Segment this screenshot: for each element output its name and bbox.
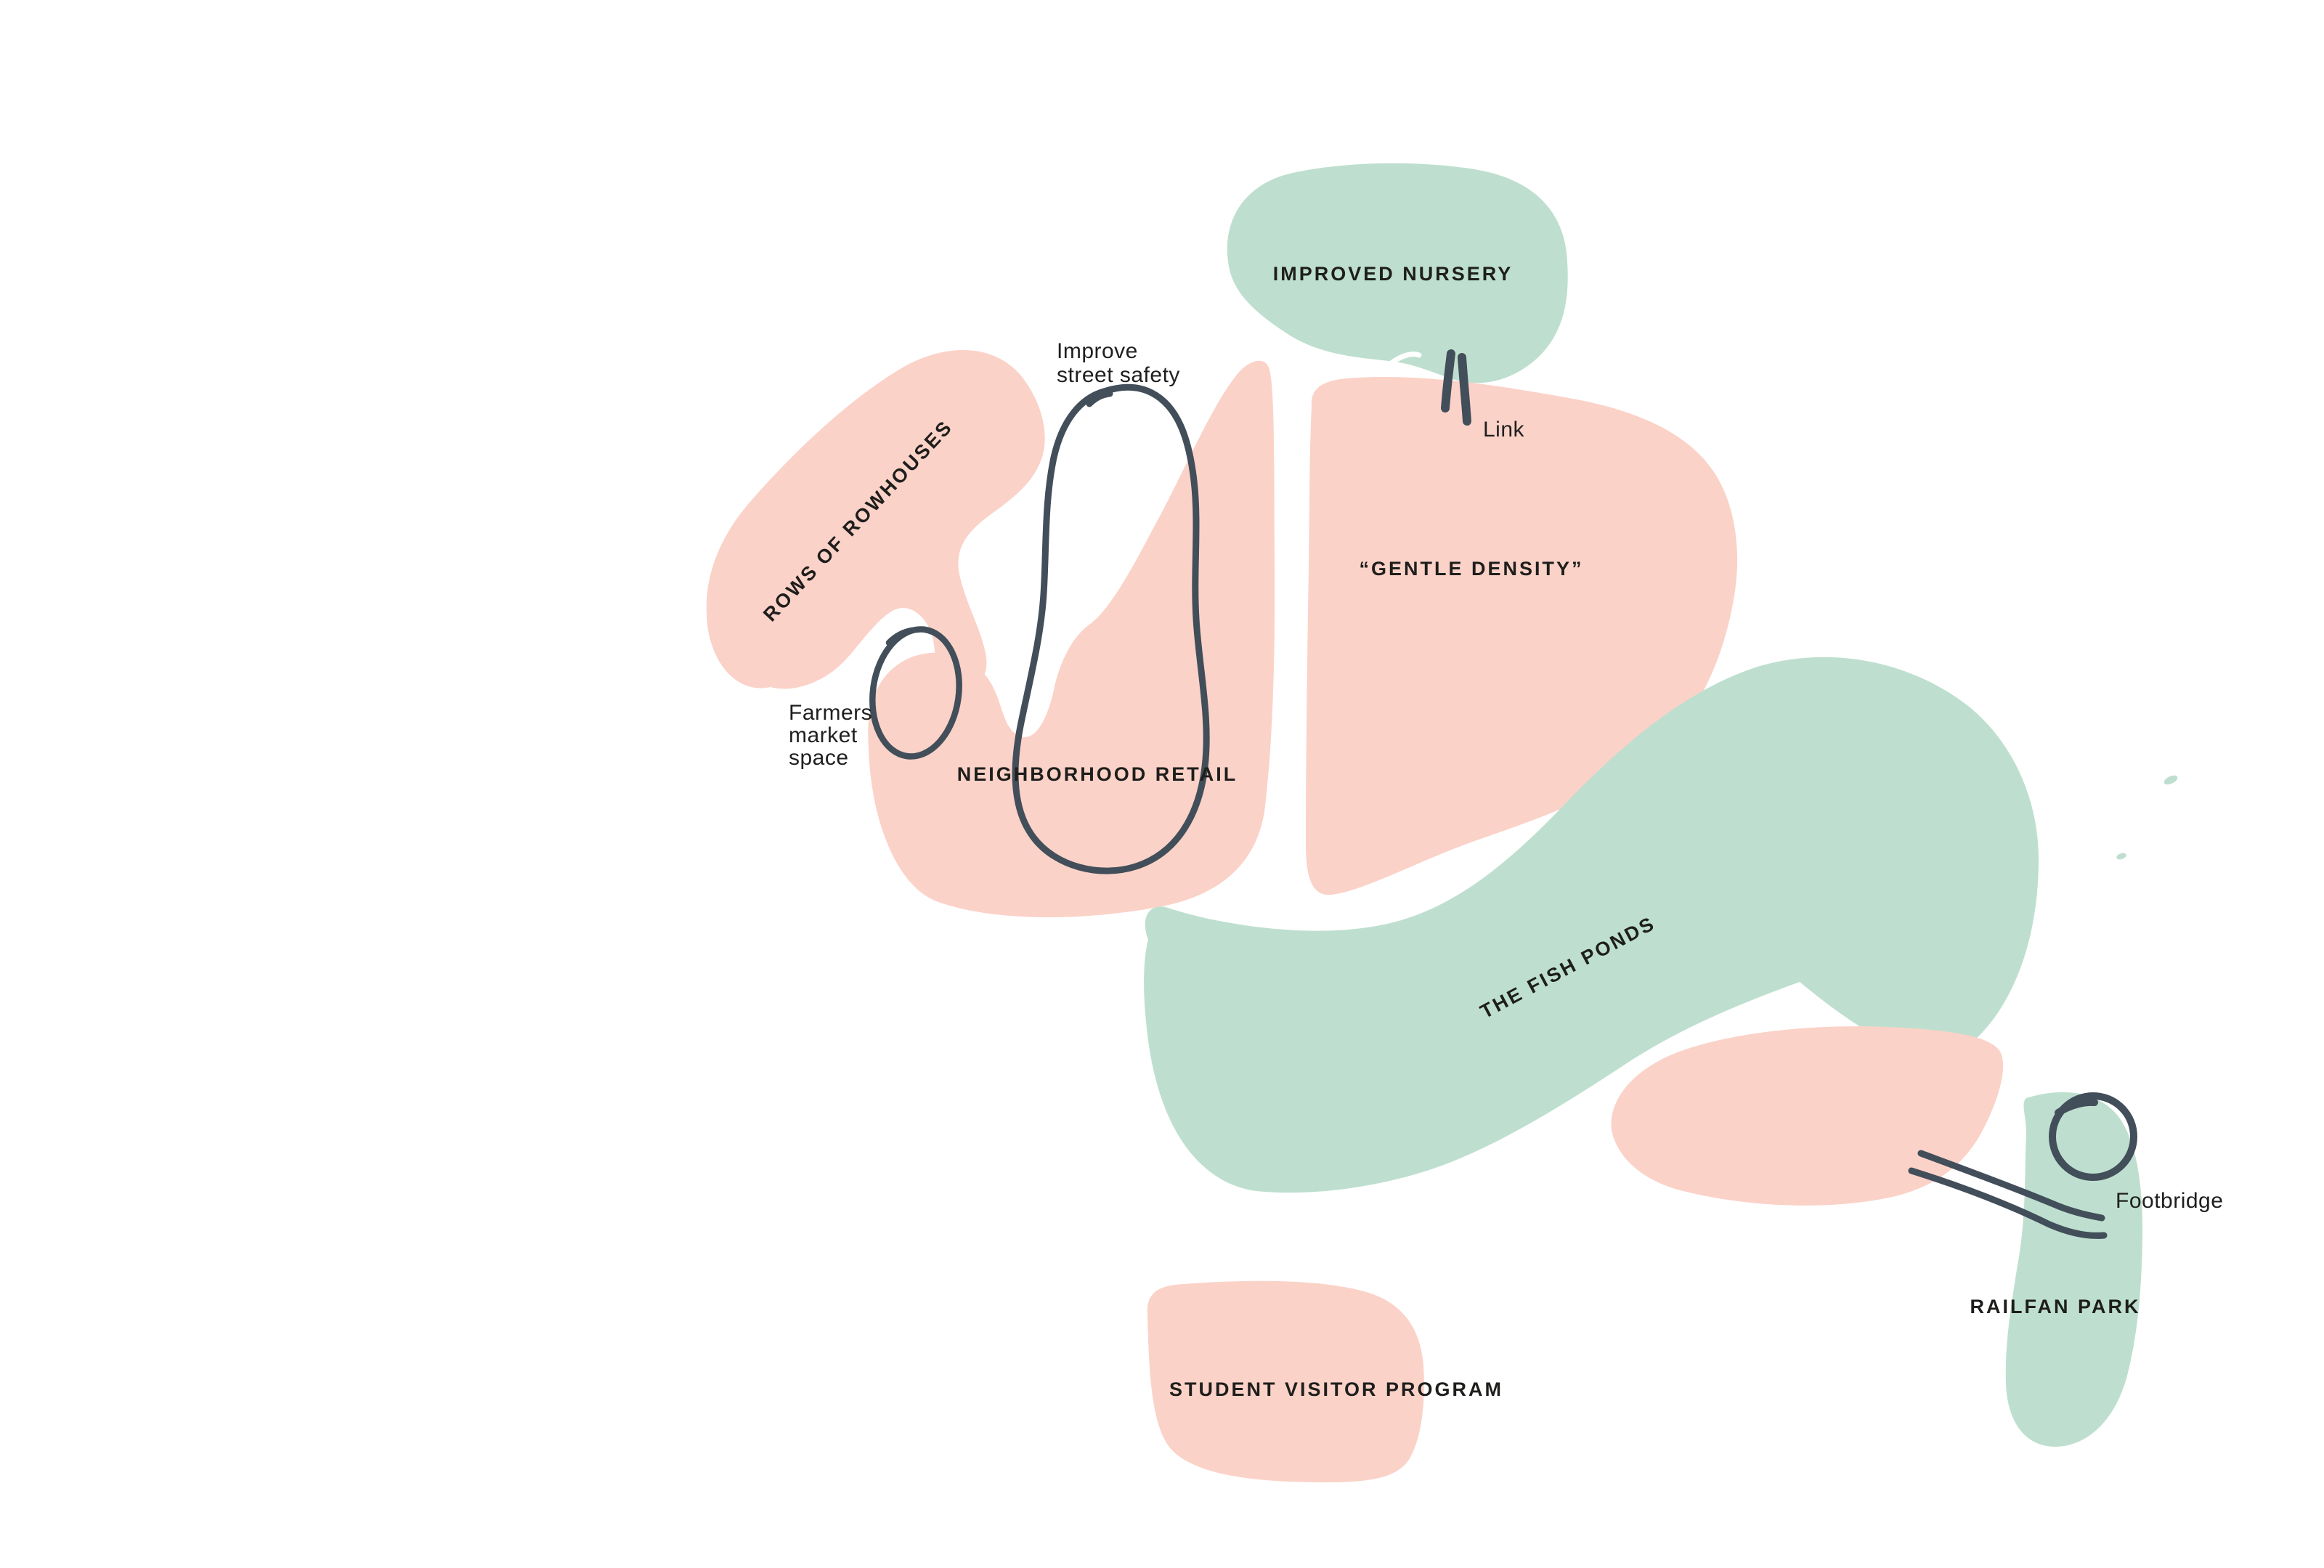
blob-student-visitor-program (1147, 1280, 1424, 1483)
blob-riverside-pink-bean (1611, 1026, 2004, 1206)
nursery-pen-gap (1386, 352, 1422, 367)
footbridge-circle-pen-overlap (2055, 1098, 2098, 1116)
region-blobs (706, 163, 2178, 1483)
annotation-link: Link (1483, 418, 1525, 442)
farmers-market-circle-pen-overlap (885, 627, 916, 646)
street-safety-loop (1012, 383, 1210, 874)
region-label-gentle-density: “GENTLE DENSITY” (1359, 558, 1583, 580)
annotation-footbridge: Footbridge (2116, 1189, 2223, 1213)
annotation-farmers-market-line2: market (789, 723, 858, 747)
region-label-railfan-park: RAILFAN PARK (1970, 1296, 2141, 1317)
mint-speck-lower (2116, 853, 2126, 860)
region-label-student-visitor-program: STUDENT VISITOR PROGRAM (1169, 1378, 1503, 1400)
annotation-farmers-market-line3: space (789, 746, 849, 770)
blob-railfan-park (2005, 1092, 2142, 1447)
blob-the-fish-ponds (1144, 657, 2039, 1193)
link-tick-left (1441, 349, 1455, 413)
region-label-improved-nursery: IMPROVED NURSERY (1273, 263, 1514, 285)
link-tick-right (1458, 353, 1471, 426)
annotation-improve-street-safety-line2: street safety (1057, 363, 1180, 387)
blob-improved-nursery (1227, 163, 1568, 383)
footbridge-line-upper (1917, 1150, 2105, 1222)
blob-rows-of-rowhouses (706, 350, 1045, 689)
footbridge-line-lower (1908, 1167, 2108, 1239)
annotation-improve-street-safety-line1: Improve (1057, 339, 1138, 363)
ink-marks (869, 349, 2137, 1239)
annotation-farmers-market-line1: Farmers (789, 701, 872, 725)
farmers-market-circle (869, 626, 962, 760)
annotation-labels: Improve street safety Farmers market spa… (789, 339, 2223, 1213)
street-safety-loop-pen-overlap (1086, 390, 1113, 407)
region-label-neighborhood-retail: NEIGHBORHOOD RETAIL (957, 763, 1238, 785)
mint-speck-upper (2163, 775, 2178, 785)
blob-neighborhood-retail (868, 360, 1275, 918)
footbridge-circle (2049, 1092, 2137, 1181)
